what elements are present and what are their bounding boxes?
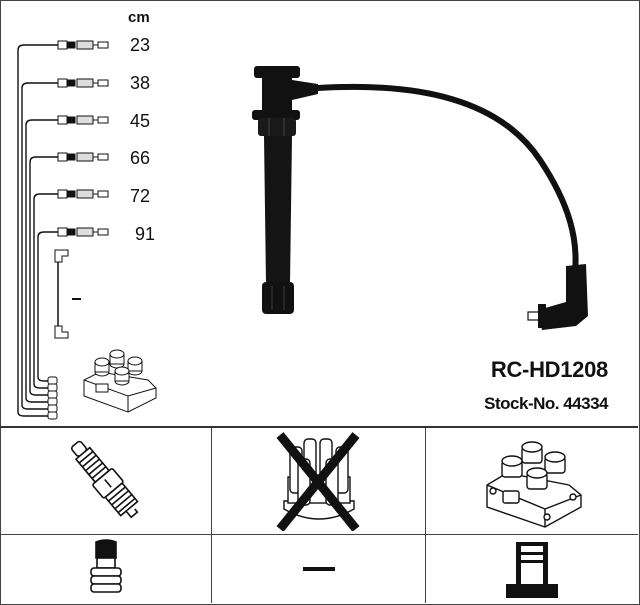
application-grid: [0, 428, 638, 603]
coil-connector-icon: [506, 542, 558, 598]
unit-label: cm: [128, 9, 150, 26]
ignition-coil-small-icon: [83, 349, 157, 413]
grid-cell-coil-connector: [426, 535, 638, 603]
stock-number: Stock-No. 44334: [484, 394, 608, 413]
grid-cell-distributor-cap: [212, 428, 426, 535]
distributor-cap-icon: [276, 432, 359, 531]
spark-plug-connector-icon: [89, 539, 122, 593]
grid-cell-spark-plug: [0, 428, 212, 535]
excluded-cross-icon: [276, 432, 359, 531]
spark-plug-icon: [70, 440, 139, 519]
ignition-coil-icon: [486, 441, 582, 528]
grid-cell-none: [212, 535, 426, 603]
length-label: 45: [130, 111, 151, 131]
length-label: 91: [135, 224, 156, 244]
length-label: 23: [130, 35, 151, 55]
cable-schematic: [17, 40, 588, 420]
grid-cell-ignition-coil: [426, 428, 638, 535]
length-label: 38: [130, 73, 151, 93]
grid-cell-plug-connector: [0, 535, 212, 603]
cable-set-overview: cm 23 38 45 66 72 91 RC-HD1208 Stock-No.…: [0, 9, 638, 428]
length-label: 72: [130, 186, 151, 206]
length-label: 66: [130, 148, 151, 168]
coil-lead-icon: [54, 249, 69, 339]
not-applicable-dash: [302, 567, 335, 571]
part-number: RC-HD1208: [490, 357, 608, 382]
ignition-lead-drawing: [252, 66, 588, 330]
coil-lead-length-dash: [72, 298, 81, 300]
